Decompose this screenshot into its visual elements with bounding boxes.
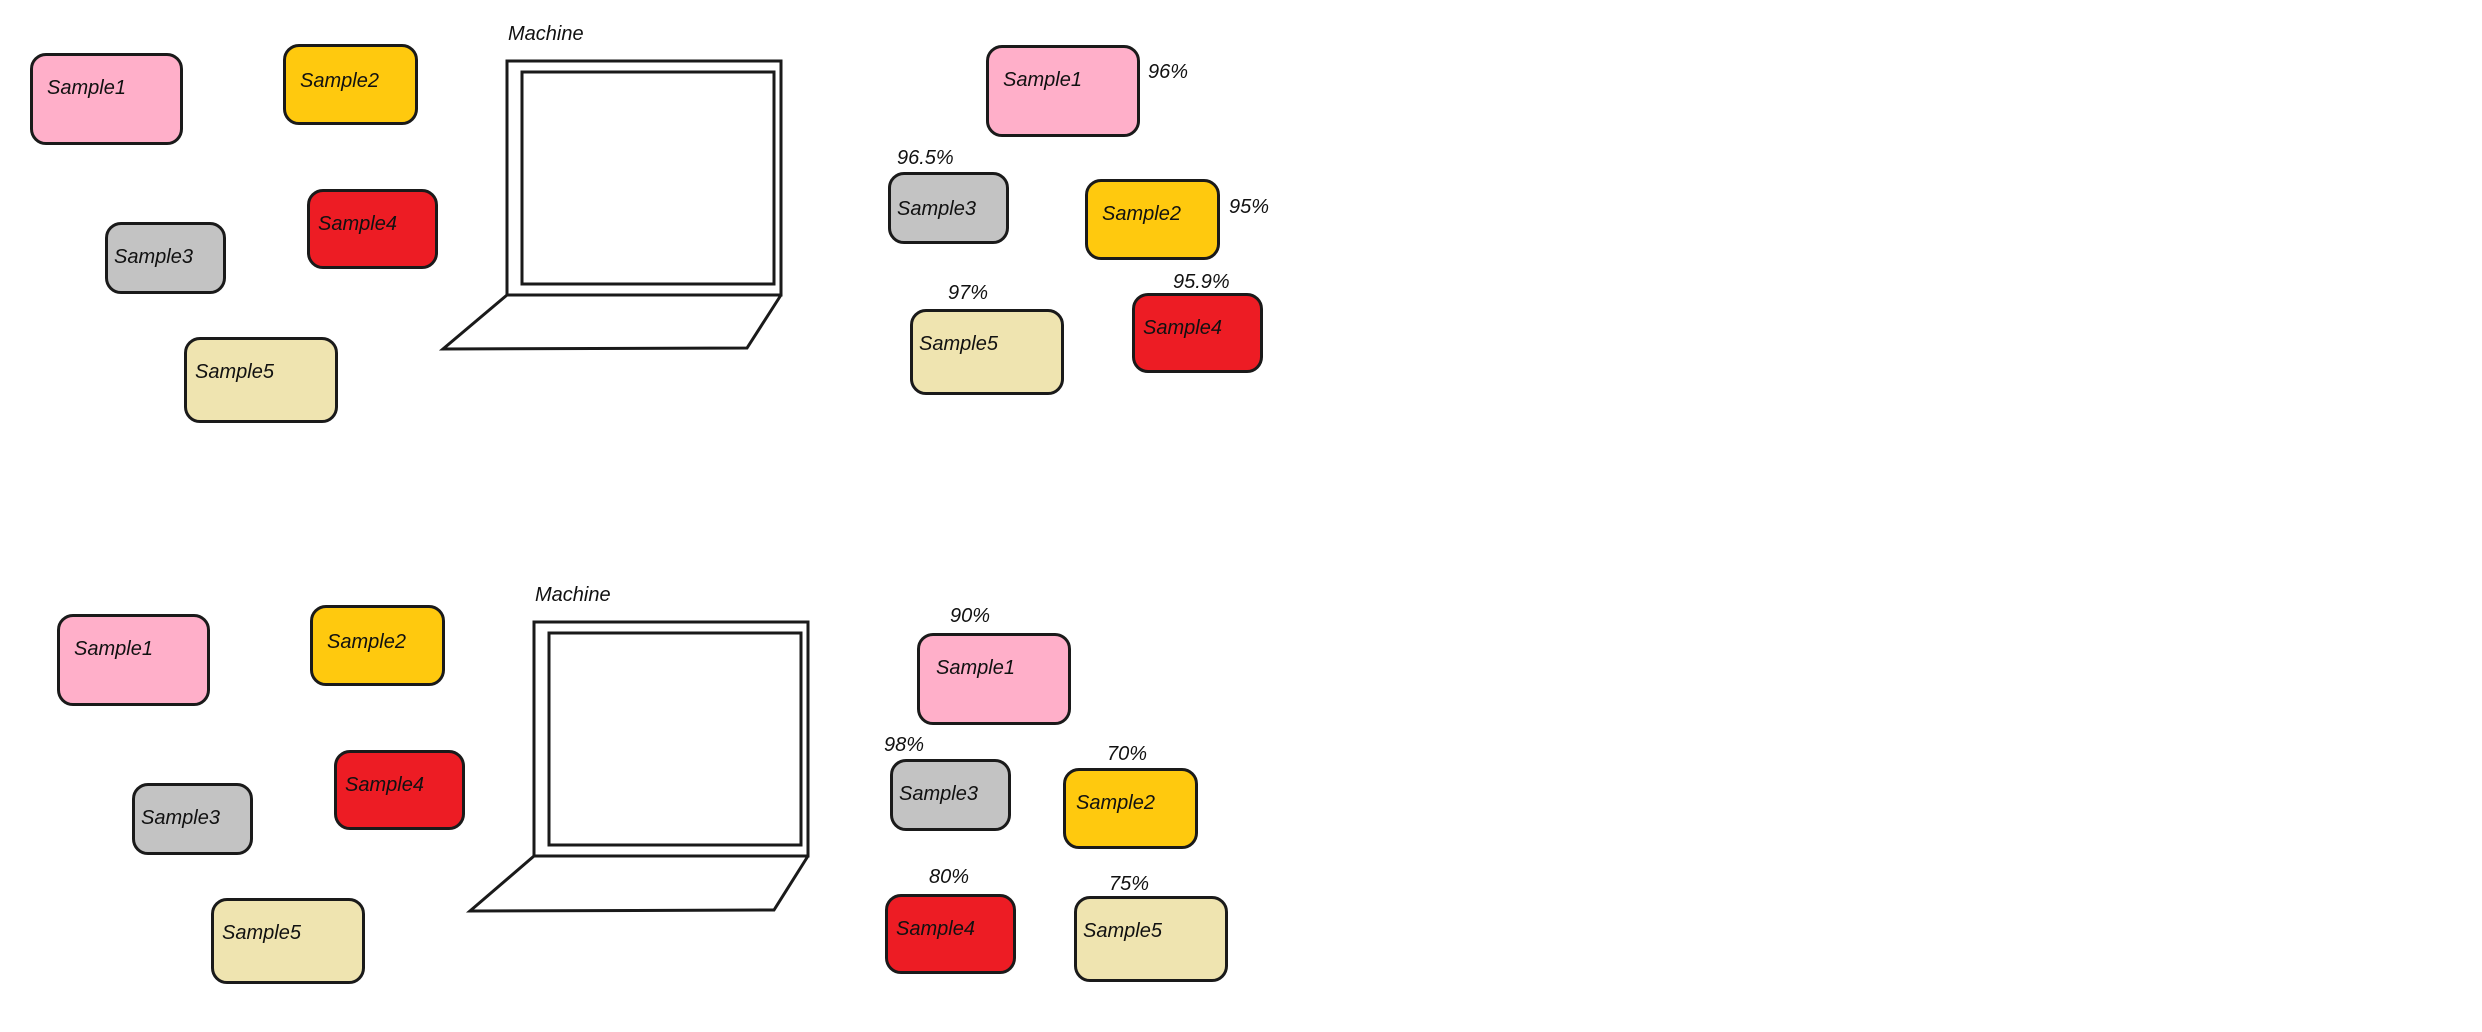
sample-box-sample1: Sample1	[30, 53, 183, 145]
accuracy-label-sample4: 80%	[929, 866, 970, 888]
result-box-sample4: Sample4	[1132, 293, 1263, 373]
laptop-icon	[438, 59, 783, 351]
accuracy-label-sample2: 95%	[1229, 196, 1270, 218]
accuracy-label-sample2: 70%	[1107, 743, 1148, 765]
accuracy-label-sample3: 98%	[884, 734, 925, 756]
accuracy-label-sample4: 95.9%	[1173, 271, 1230, 293]
result-box-sample1: Sample1	[986, 45, 1140, 137]
result-box-sample2: Sample2	[1085, 179, 1220, 260]
result-box-sample2: Sample2	[1063, 768, 1198, 849]
sample-box-sample4: Sample4	[307, 189, 438, 269]
accuracy-label-sample1: 90%	[950, 605, 991, 627]
result-box-sample3: Sample3	[888, 172, 1009, 244]
result-box-sample5: Sample5	[910, 309, 1064, 395]
accuracy-label-sample5: 97%	[948, 282, 989, 304]
machine-label: Machine	[508, 23, 584, 45]
sample-box-sample1: Sample1	[57, 614, 210, 706]
accuracy-label-sample3: 96.5%	[897, 147, 954, 169]
result-box-sample5: Sample5	[1074, 896, 1228, 982]
result-box-sample1: Sample1	[917, 633, 1071, 725]
sample-box-sample3: Sample3	[105, 222, 226, 294]
sample-box-sample2: Sample2	[310, 605, 445, 686]
sample-box-sample2: Sample2	[283, 44, 418, 125]
machine-label: Machine	[535, 584, 611, 606]
sample-box-sample5: Sample5	[184, 337, 338, 423]
sample-box-sample5: Sample5	[211, 898, 365, 984]
accuracy-label-sample1: 96%	[1148, 61, 1189, 83]
result-box-sample4: Sample4	[885, 894, 1016, 974]
sample-box-sample3: Sample3	[132, 783, 253, 855]
accuracy-label-sample5: 75%	[1109, 873, 1150, 895]
result-box-sample3: Sample3	[890, 759, 1011, 831]
laptop-icon	[465, 620, 810, 913]
sample-box-sample4: Sample4	[334, 750, 465, 830]
